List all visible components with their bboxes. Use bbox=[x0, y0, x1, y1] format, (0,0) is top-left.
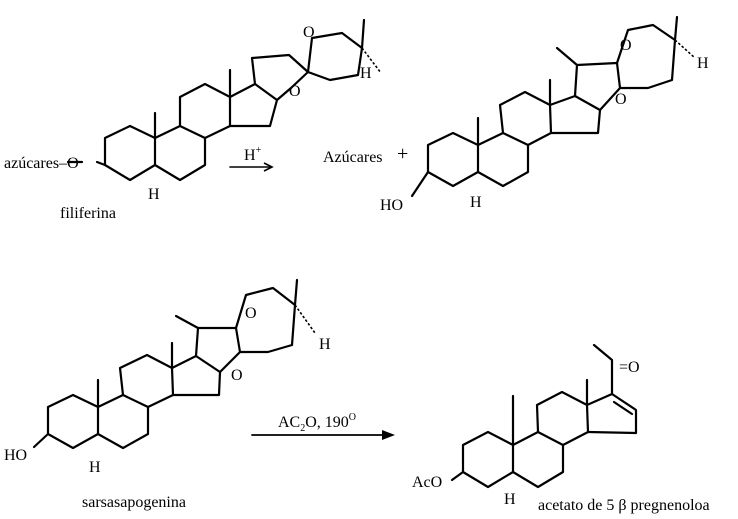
sarsa-hashed-h bbox=[294, 304, 316, 334]
aglycone-oh: HO bbox=[380, 197, 403, 214]
product-sugars: Azúcares bbox=[323, 149, 383, 166]
aglycone-ring-b bbox=[476, 131, 530, 188]
reaction1-arrow-head bbox=[263, 162, 274, 172]
aglycone-structure: HO H O O H bbox=[380, 15, 709, 214]
reaction2-reagent: AC2O, 190O bbox=[278, 412, 356, 434]
preg-ring-c bbox=[535, 390, 590, 447]
sarsasapogenina-structure: HO H O O H sarsasapogenina bbox=[4, 278, 331, 511]
aglycone-oh-bond bbox=[410, 170, 430, 198]
aglycone-o-furan: O bbox=[615, 91, 627, 108]
filiferina-substituent: azúcares–O bbox=[4, 155, 79, 172]
aglycone-ring-c bbox=[498, 90, 553, 147]
preg-double-bond bbox=[612, 400, 634, 416]
sarsa-ring-e bbox=[194, 326, 242, 374]
reaction1-arrow: H+ bbox=[229, 145, 274, 172]
filiferina-ring-d bbox=[228, 82, 279, 128]
preg-ring-d bbox=[585, 392, 638, 435]
filiferina-h5: H bbox=[148, 186, 160, 203]
filiferina-ring-a bbox=[103, 124, 157, 182]
sarsa-methyl-25 bbox=[293, 278, 299, 307]
sarsa-name: sarsasapogenina bbox=[82, 494, 186, 511]
sarsa-ring-b bbox=[96, 393, 150, 450]
aglycone-ring-d bbox=[548, 94, 602, 135]
filiferina-o-bond bbox=[95, 160, 107, 167]
sarsa-h5: H bbox=[89, 459, 101, 476]
sarsa-ring-a bbox=[46, 393, 100, 450]
preg-side-chain bbox=[592, 343, 614, 396]
reaction2-arrow-head bbox=[382, 430, 395, 440]
filiferina-ring-b bbox=[153, 124, 207, 182]
aglycone-ring-f bbox=[615, 23, 677, 90]
plus-sign: + bbox=[397, 143, 408, 165]
filiferina-ring-c bbox=[178, 82, 232, 140]
preg-h5: H bbox=[504, 491, 516, 508]
filiferina-hashed-methyl bbox=[361, 47, 382, 74]
reaction2-arrow: AC2O, 190O bbox=[251, 412, 395, 440]
filiferina-o-pyran: O bbox=[303, 24, 315, 41]
preg-carbonyl: =O bbox=[619, 359, 640, 376]
aglycone-o-pyran: O bbox=[620, 37, 632, 54]
filiferina-structure: azúcares–O H O O H filiferina bbox=[4, 18, 382, 222]
preg-aco: AcO bbox=[412, 474, 442, 491]
aglycone-methyl-20 bbox=[555, 46, 579, 67]
filiferina-o-furan: O bbox=[289, 83, 301, 100]
sarsa-oh: HO bbox=[4, 447, 27, 464]
preg-name: acetato de 5 β pregnenoloa bbox=[538, 497, 710, 514]
filiferina-ring-e bbox=[250, 53, 310, 102]
filiferina-ring-f bbox=[306, 31, 364, 82]
pregnenolone-acetate-structure: =O AcO H acetato de 5 β pregnenoloa bbox=[412, 343, 710, 514]
aglycone-h25: H bbox=[697, 55, 709, 72]
aglycone-ring-a bbox=[426, 131, 480, 188]
aglycone-methyl-25 bbox=[673, 15, 679, 42]
filiferina-name: filiferina bbox=[60, 205, 116, 222]
filiferina-h25: H bbox=[360, 65, 372, 82]
sarsa-ring-c bbox=[118, 353, 175, 409]
sarsa-ring-d bbox=[170, 354, 222, 397]
sarsa-o-pyran: O bbox=[245, 305, 257, 322]
sarsa-h25: H bbox=[319, 336, 331, 353]
aglycone-h5: H bbox=[470, 194, 482, 211]
filiferina-methyl-25 bbox=[360, 18, 366, 50]
aglycone-ring-e bbox=[573, 61, 622, 112]
sarsa-o-furan: O bbox=[231, 367, 243, 384]
reaction1-reagent: H+ bbox=[244, 145, 262, 164]
preg-ring-a bbox=[461, 430, 515, 489]
sarsa-methyl-20 bbox=[174, 314, 200, 330]
aglycone-hashed-h bbox=[674, 39, 696, 59]
sarsa-oh-bond bbox=[32, 432, 50, 449]
preg-ring-b bbox=[511, 430, 565, 489]
preg-aco-bond bbox=[450, 470, 465, 482]
